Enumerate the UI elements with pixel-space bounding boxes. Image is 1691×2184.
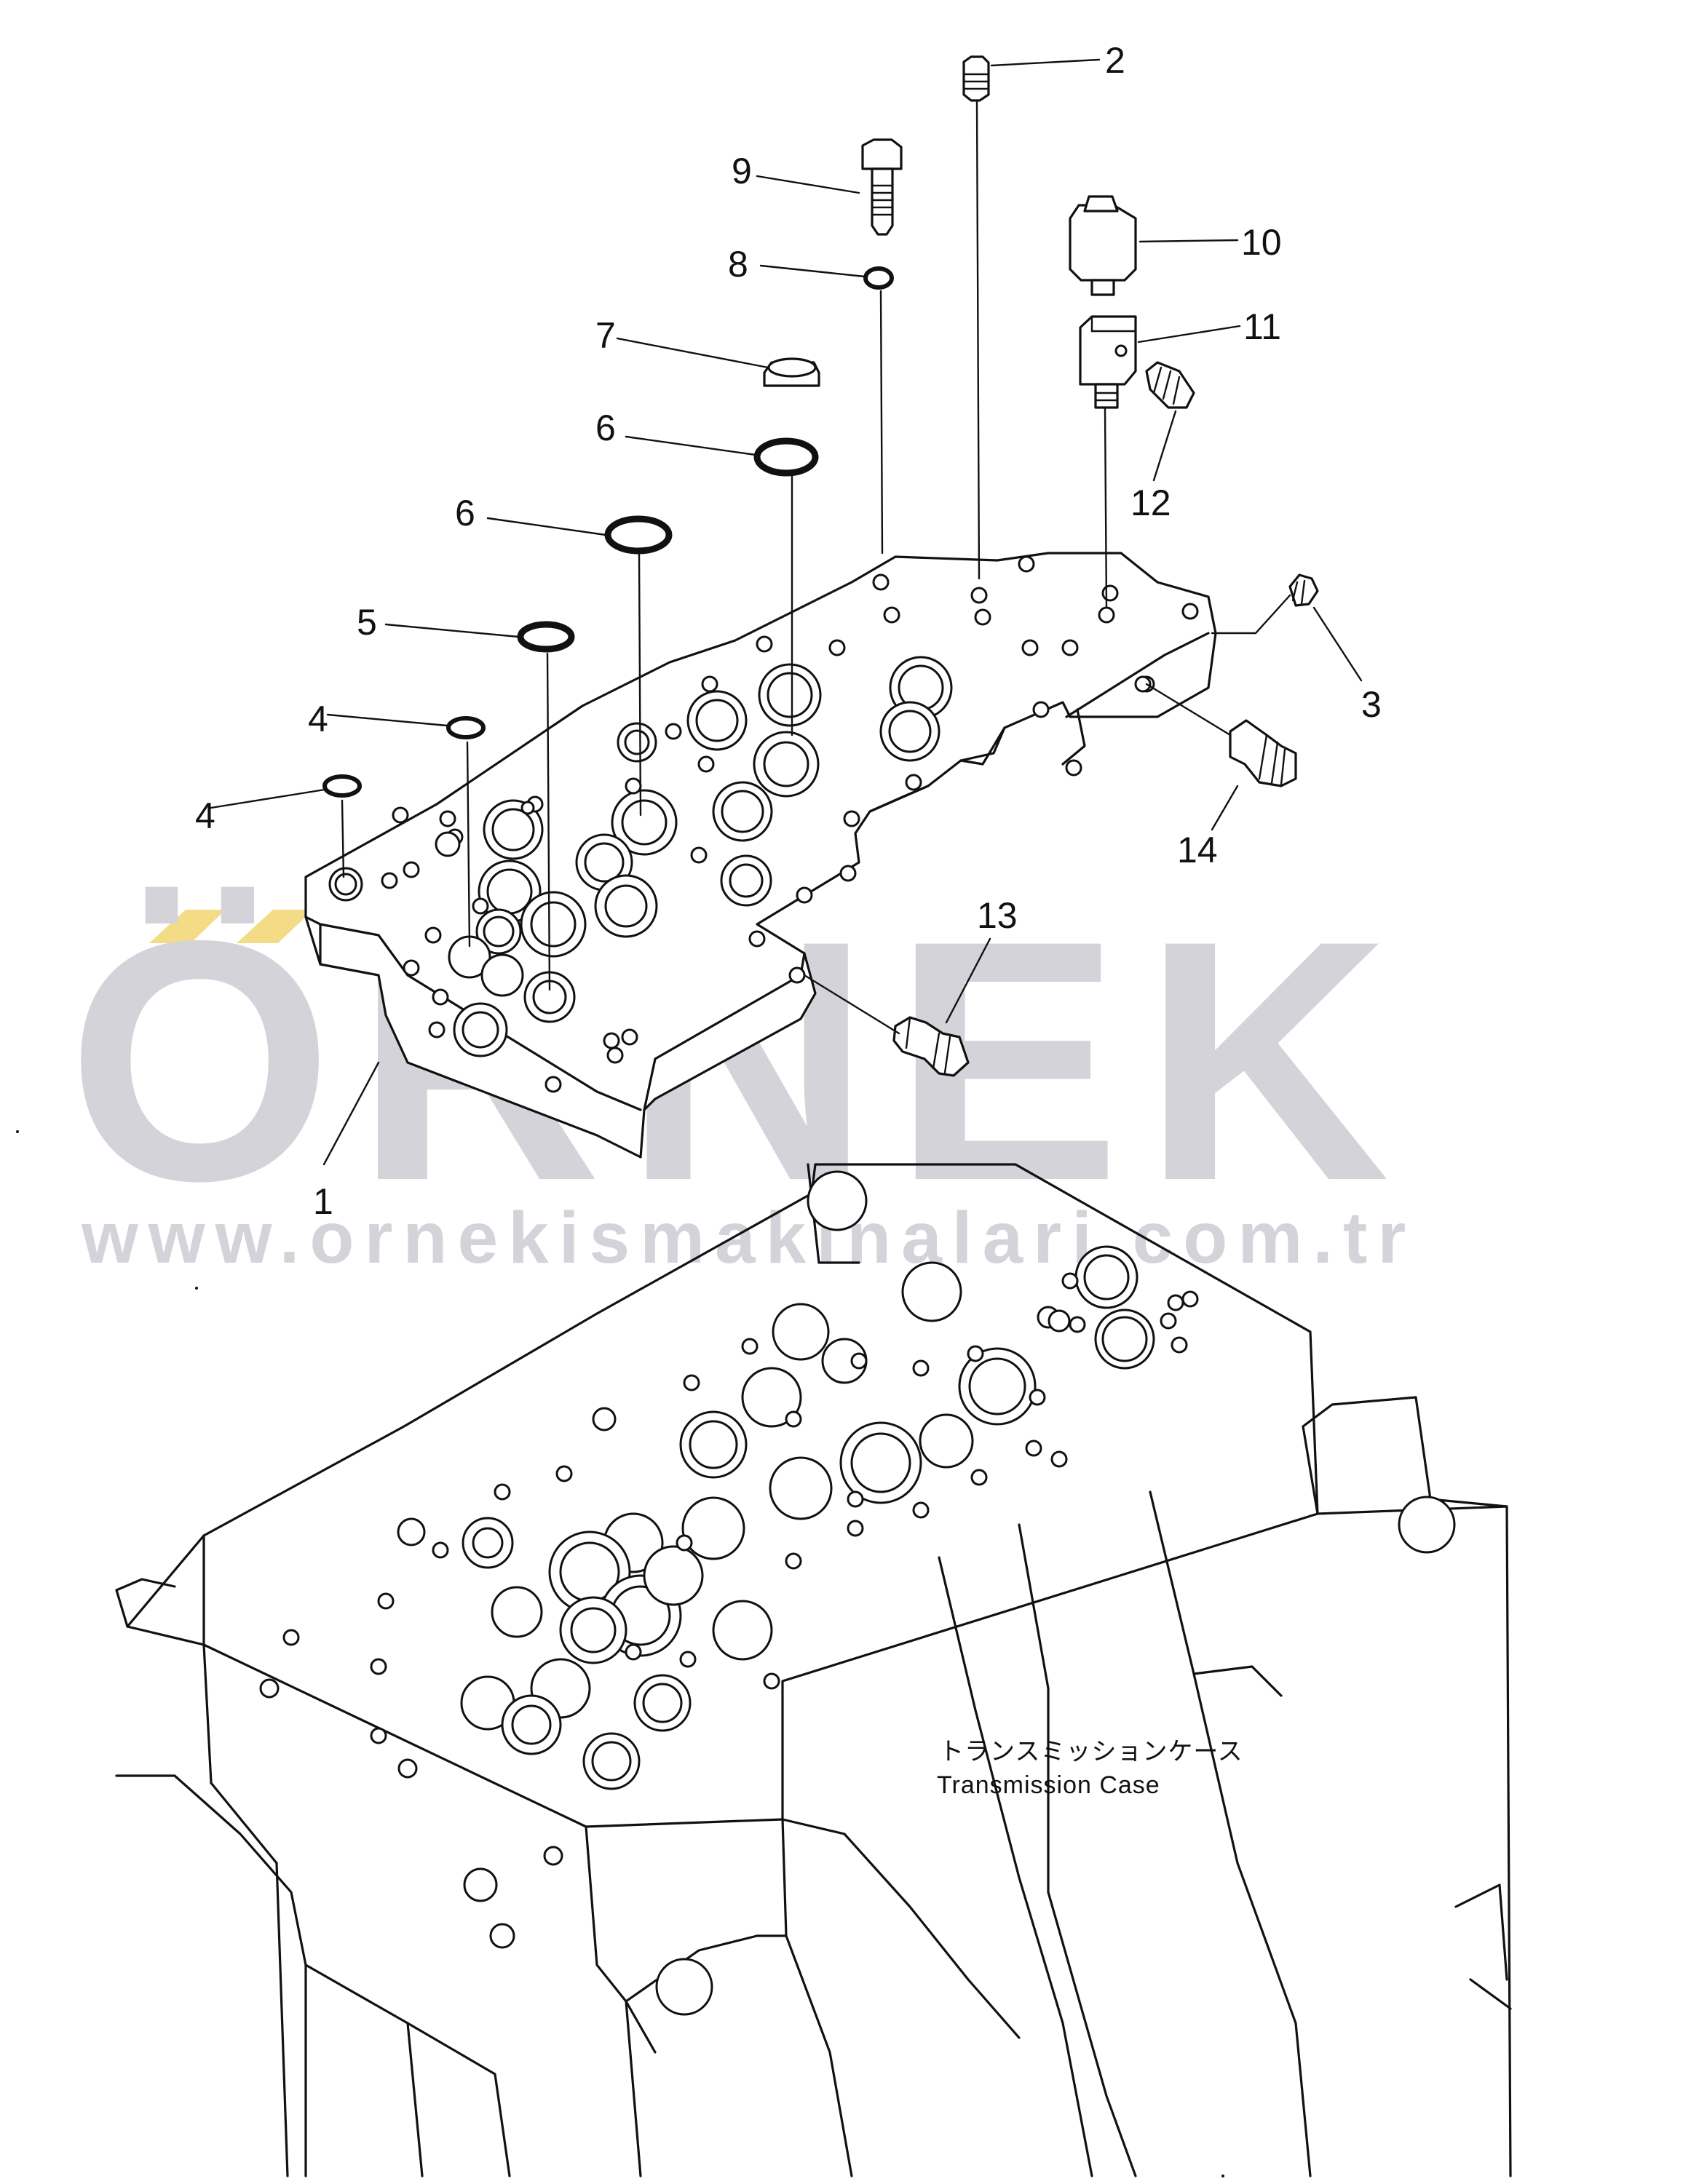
- watermark-accent-right: [237, 910, 313, 943]
- callout-9: 9: [732, 151, 752, 191]
- callout-6-left: 6: [455, 493, 475, 533]
- valve-plate: [304, 552, 1217, 1159]
- watermark-url: www.ornekismakinalari.com.tr: [81, 1197, 1416, 1279]
- callout-1: 1: [313, 1181, 333, 1222]
- callout-13: 13: [977, 895, 1018, 936]
- callout-3: 3: [1361, 684, 1382, 725]
- transmission-case: トランスミッションケース Transmission Case: [115, 1163, 1512, 2177]
- callout-4-upper: 4: [308, 699, 328, 739]
- callout-11: 11: [1243, 306, 1281, 347]
- fittings: [322, 55, 1319, 1077]
- callout-7: 7: [595, 315, 616, 356]
- callout-5: 5: [357, 602, 377, 643]
- case-deck-ports: [282, 1245, 1199, 1790]
- watermark-accent-left: [149, 910, 226, 943]
- callout-10: 10: [1241, 222, 1282, 263]
- case-label-english: Transmission Case: [937, 1771, 1160, 1799]
- callout-2: 2: [1105, 40, 1125, 81]
- callout-8: 8: [728, 244, 748, 285]
- callout-14: 14: [1177, 830, 1218, 870]
- callout-12: 12: [1130, 483, 1171, 523]
- callout-6-right: 6: [595, 408, 616, 448]
- callout-labels: 1 2 3 4 4 5 6 6 7 8 9 10 11 12 13 14: [195, 40, 1382, 1222]
- callout-4-lower: 4: [195, 795, 215, 836]
- leader-lines: [210, 58, 1363, 1166]
- case-label-japanese: トランスミッションケース: [939, 1738, 1243, 1766]
